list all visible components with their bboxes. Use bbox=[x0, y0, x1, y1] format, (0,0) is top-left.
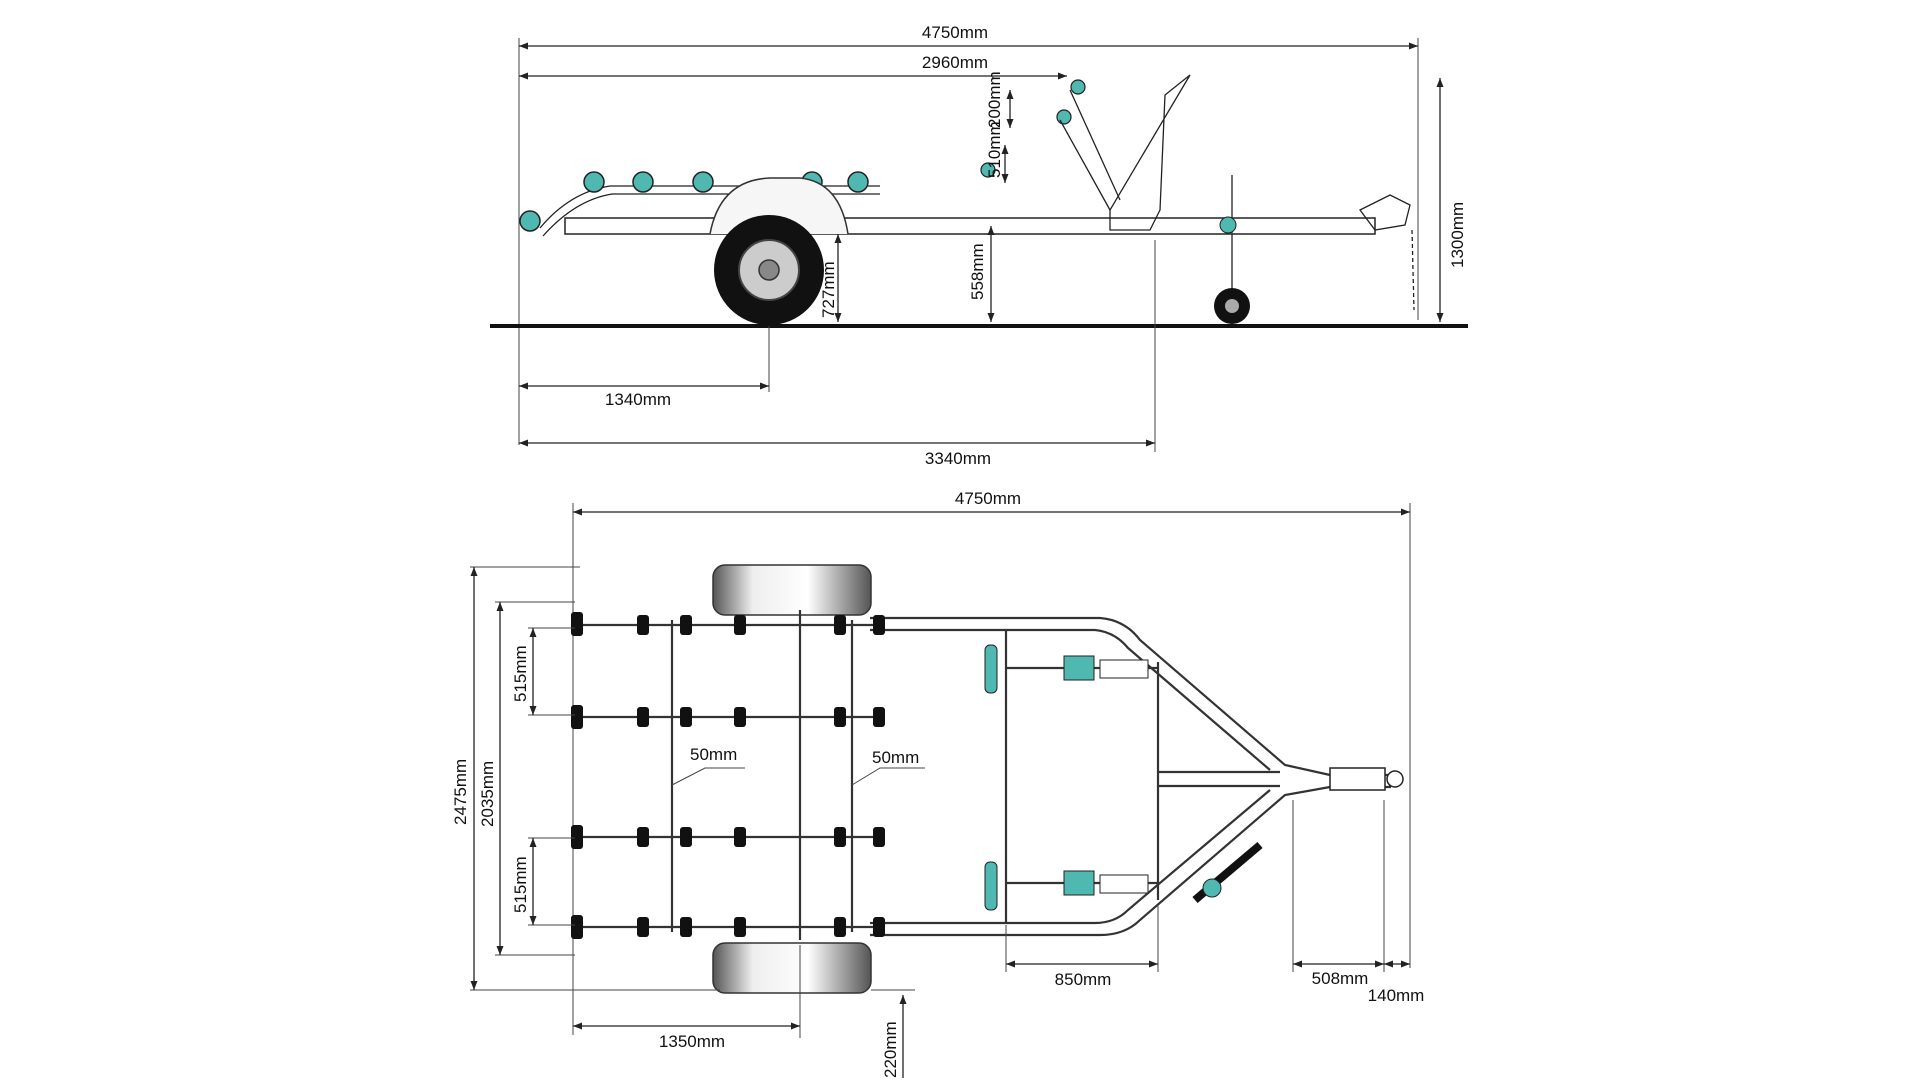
winch-plate bbox=[1099, 659, 1149, 679]
roller-icon bbox=[873, 707, 885, 727]
roller-icon bbox=[734, 827, 746, 847]
winch-post bbox=[1109, 74, 1191, 231]
roller-icon bbox=[680, 827, 692, 847]
roller-icon bbox=[583, 171, 605, 193]
roller-icon bbox=[980, 162, 996, 178]
top-coupler-label: 140mm bbox=[1368, 986, 1425, 1005]
roller-icon bbox=[637, 615, 649, 635]
side-frame-height-label: 558mm bbox=[968, 243, 987, 300]
roller-icon bbox=[1056, 109, 1072, 125]
roller-icon bbox=[692, 171, 714, 193]
wheel-hub bbox=[758, 259, 780, 281]
main-frame-beam bbox=[564, 217, 1376, 235]
roller-icon bbox=[873, 917, 885, 937]
roller-icon bbox=[571, 915, 583, 939]
roller-icon bbox=[680, 917, 692, 937]
winch-clamp-icon bbox=[1063, 655, 1095, 681]
roller-icon bbox=[847, 171, 869, 193]
side-rollers bbox=[519, 79, 1086, 232]
roller-icon bbox=[637, 917, 649, 937]
top-crossbar-gap-label: 850mm bbox=[1055, 970, 1112, 989]
roller-icon bbox=[873, 615, 885, 635]
main-frame-inner bbox=[870, 628, 1271, 925]
side-total-length-label: 4750mm bbox=[922, 23, 988, 42]
top-view: 4750mm bbox=[451, 489, 1424, 1078]
coupler-top bbox=[1329, 767, 1386, 791]
safety-chain bbox=[1411, 229, 1415, 311]
roller-icon bbox=[571, 825, 583, 849]
beam-left-leader bbox=[671, 767, 745, 786]
roller-icon bbox=[734, 917, 746, 937]
top-wheel-offset-label: 220mm bbox=[881, 1021, 900, 1078]
roller-icon bbox=[519, 210, 541, 232]
side-roller-step-label: 200mm bbox=[985, 71, 1004, 128]
top-total-length-label: 4750mm bbox=[955, 489, 1021, 508]
fender bbox=[709, 177, 849, 235]
top-drawbar-label: 508mm bbox=[1312, 969, 1369, 988]
roller-icon bbox=[680, 707, 692, 727]
winch-strap bbox=[1069, 89, 1121, 201]
roller-icon bbox=[834, 917, 846, 937]
beam-right-leader bbox=[851, 767, 925, 786]
roller-icon bbox=[834, 707, 846, 727]
roller-icon bbox=[873, 827, 885, 847]
coupler bbox=[1359, 194, 1411, 231]
roller-icon bbox=[734, 707, 746, 727]
beam-right-label: 50mm bbox=[872, 748, 919, 767]
roller-icon bbox=[834, 827, 846, 847]
bow-roller-icon bbox=[984, 644, 998, 694]
side-roller-bed-label: 2960mm bbox=[922, 53, 988, 72]
roller-icon bbox=[571, 612, 583, 636]
roller-icon bbox=[834, 615, 846, 635]
top-roller-spacing-top-label: 515mm bbox=[511, 645, 530, 702]
roller-icon bbox=[632, 171, 654, 193]
side-bunk-height-label: 510mm bbox=[985, 121, 1004, 178]
jockey-clamp bbox=[1219, 216, 1237, 234]
roller-icon bbox=[680, 615, 692, 635]
top-rear-offset-label: 1350mm bbox=[659, 1032, 725, 1051]
top-overall-width-label: 2475mm bbox=[451, 759, 470, 825]
top-roller-spacing-bottom-label: 515mm bbox=[511, 856, 530, 913]
coupler-ball-icon bbox=[1386, 770, 1404, 788]
side-frame-length-label: 3340mm bbox=[925, 449, 991, 468]
side-wheel-height-label: 727mm bbox=[819, 261, 838, 318]
jockey-clamp-top bbox=[1202, 878, 1222, 898]
side-axle-position-label: 1340mm bbox=[605, 390, 671, 409]
roller-icon bbox=[637, 707, 649, 727]
bow-roller-icon bbox=[984, 861, 998, 911]
roller-icon bbox=[1070, 79, 1086, 95]
fender-bottom bbox=[712, 942, 872, 994]
roller-icon bbox=[637, 827, 649, 847]
jockey-wheel-hub bbox=[1225, 299, 1239, 313]
roller-icon bbox=[734, 615, 746, 635]
side-overall-height-label: 1300mm bbox=[1448, 202, 1467, 268]
roller-arm-lower bbox=[542, 193, 880, 237]
winch-strap-2 bbox=[1059, 119, 1111, 211]
top-rollers bbox=[571, 612, 885, 939]
roller-arm bbox=[539, 185, 880, 229]
winch-clamp-icon bbox=[1063, 870, 1095, 896]
top-inner-width-label: 2035mm bbox=[478, 761, 497, 827]
side-view: 4750mm 2960mm bbox=[490, 23, 1468, 468]
roller-icon bbox=[571, 705, 583, 729]
winch-plate bbox=[1099, 874, 1149, 894]
fender-top bbox=[712, 564, 872, 616]
beam-left-label: 50mm bbox=[690, 745, 737, 764]
